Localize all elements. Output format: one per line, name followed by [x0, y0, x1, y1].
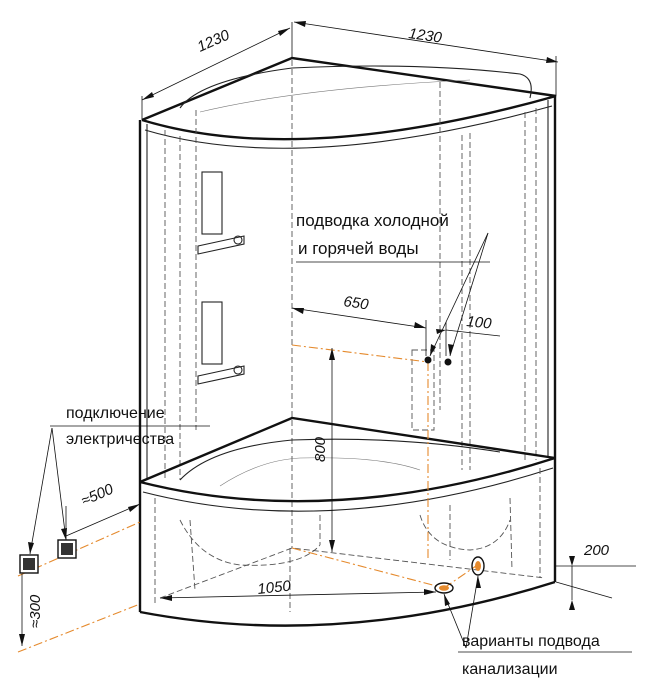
dimension-pipe-height-label: 800	[312, 436, 329, 462]
top-cap-dome-inner	[199, 79, 471, 113]
drain-line	[291, 547, 445, 589]
tray-back-edge	[139, 416, 556, 484]
water-label-line1: подводка холодной	[296, 211, 449, 230]
electric-socket-2	[57, 539, 77, 559]
skirt-bottom-arc	[139, 580, 556, 627]
dimension-pipe-spacing	[436, 322, 501, 356]
electric-floor-line	[17, 603, 141, 653]
dimension-width-right-label: 1230	[407, 25, 443, 47]
drain-label-line2: канализации	[462, 661, 558, 678]
drain-line-2	[443, 565, 477, 589]
shelf-upper-knob	[233, 235, 243, 245]
dimension-electric-offset-label: ≈500	[79, 480, 117, 509]
top-cap-lower-arc	[144, 105, 553, 149]
drain-point-1	[434, 582, 454, 594]
drain-point-2	[471, 556, 485, 576]
dimension-drain-height	[555, 556, 636, 610]
dimension-pipe-spacing-label: 100	[466, 313, 493, 333]
cold-water-inlet	[424, 356, 432, 364]
electric-label-line2: электричества	[66, 431, 174, 448]
dimension-electric-height	[19, 574, 25, 646]
dimension-cold-hot-offset-label: 650	[342, 293, 370, 313]
tray-bowl-rim	[179, 438, 501, 481]
hot-water-inlet	[444, 358, 452, 366]
dimension-drain-height-label: 200	[583, 542, 610, 559]
shelf-unit	[197, 171, 245, 385]
leg-1	[189, 519, 196, 591]
tray-bowl-inner	[219, 457, 421, 487]
shelf-panel-lower	[201, 301, 223, 365]
tray-lower-arc	[142, 467, 554, 512]
water-label-line2: и горячей воды	[298, 239, 419, 258]
drain-label-line1: варианты подвода	[462, 633, 600, 650]
top-cap-front-arc	[141, 94, 557, 141]
top-cap-back-edge	[141, 56, 557, 122]
dimension-electric-offset	[65, 503, 141, 540]
dimension-width-left	[141, 22, 293, 120]
shelf-upper	[197, 235, 245, 255]
tub-hidden-left	[179, 519, 321, 566]
water-height-line	[291, 344, 429, 363]
electric-socket-1	[19, 554, 39, 574]
dimension-cold-hot-offset	[291, 307, 427, 356]
top-cap-dome	[179, 65, 532, 109]
tub-hidden-right	[419, 514, 511, 551]
dimension-width-left-label: 1230	[195, 26, 233, 55]
dimension-drain-offset-label: 1050	[257, 578, 293, 598]
shelf-panel-upper	[201, 171, 223, 235]
drain-point-2-center	[475, 561, 481, 571]
dimension-drain-offset	[159, 589, 437, 601]
shelf-lower-knob	[233, 365, 243, 375]
tray	[138, 416, 557, 627]
dimension-width-right	[293, 21, 559, 96]
shelf-lower	[197, 365, 245, 385]
drain-point-1-center	[439, 585, 449, 591]
drain-label-leader	[443, 575, 632, 653]
electric-label-leader	[28, 425, 210, 555]
base-frame	[159, 547, 546, 599]
mixer-column	[411, 349, 435, 431]
dimension-electric-height-label: ≈300	[27, 594, 44, 628]
water-label-leader	[296, 232, 490, 357]
leg-5	[509, 497, 513, 571]
cabin-outline	[138, 56, 557, 548]
electric-label-line1: подключение	[66, 405, 165, 422]
tray-front-arc	[139, 456, 556, 503]
dimension-pipe-height	[329, 348, 335, 552]
